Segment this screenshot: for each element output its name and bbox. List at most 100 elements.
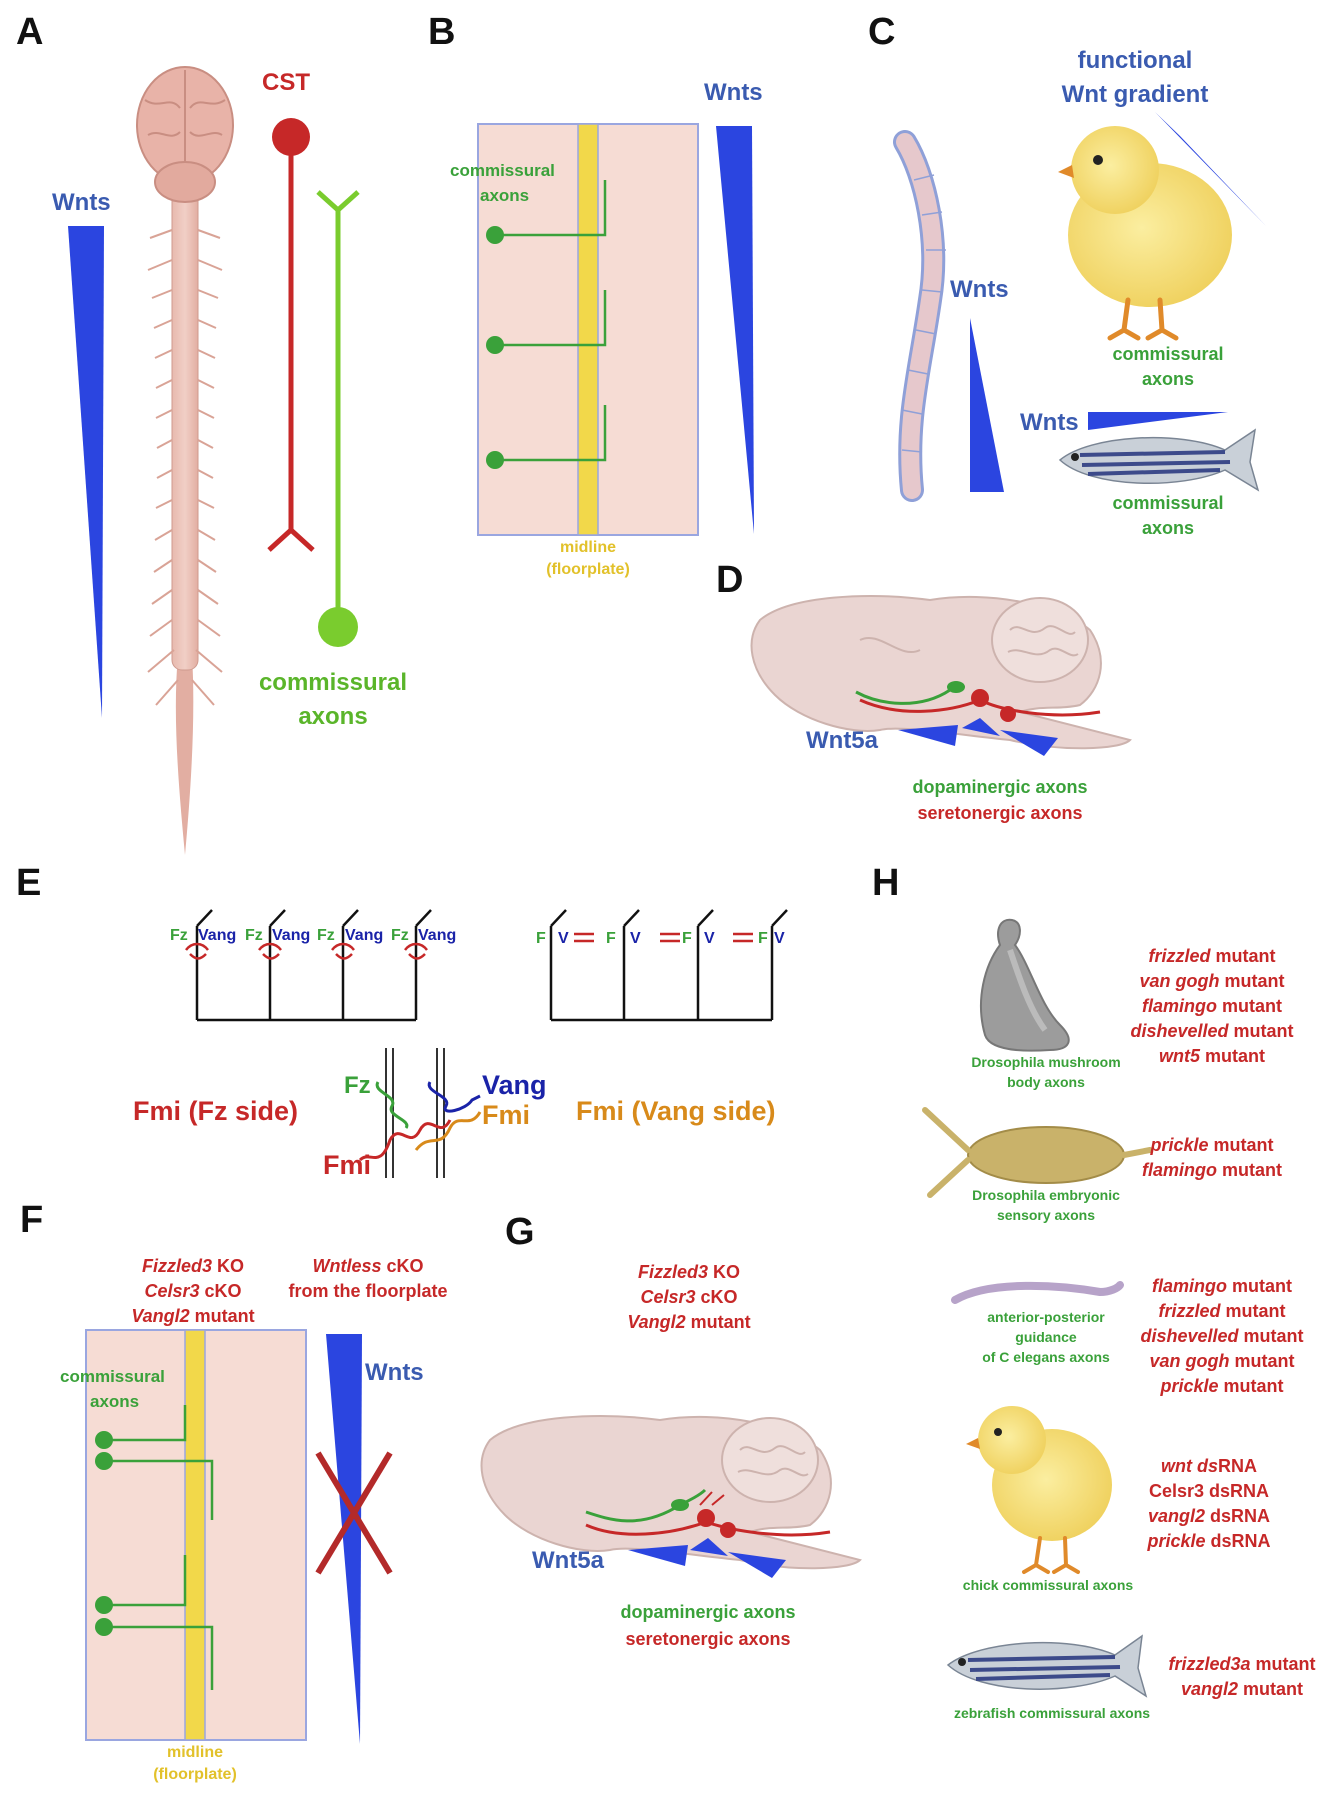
- cell-row-disorganized: [549, 909, 788, 1022]
- h-row3-caption-line3: of C elegans axons: [982, 1349, 1110, 1365]
- h-row3-mutant-5: prickle mutant: [1159, 1376, 1283, 1396]
- panel-f-midline-line1: midline: [167, 1744, 223, 1761]
- worm-wnt-gradient: [970, 318, 1004, 492]
- fish-wnts-label: Wnts: [1020, 409, 1079, 436]
- panel-b-neuron-3: [486, 451, 504, 469]
- panel-f-letter: F: [20, 1199, 43, 1241]
- fz-label-2: Fz: [245, 927, 263, 944]
- panel-d-wnt5a-wedge-1: [898, 725, 958, 746]
- panel-f-ko-line3: Vangl2 mutant: [131, 1306, 254, 1326]
- panel-a-wnts-label: Wnts: [52, 189, 111, 216]
- mushroom-body-illustration: [979, 918, 1070, 1052]
- panel-d-seretonergic-neuron-1: [971, 689, 989, 707]
- panel-a: A Wnts: [16, 11, 407, 855]
- v-label-1: V: [558, 930, 569, 947]
- h-row4-mutant-3: vangl2 dsRNA: [1148, 1506, 1270, 1526]
- panel-b-commissural-line2: axons: [480, 186, 529, 205]
- wntless-line2: from the floorplate: [288, 1281, 447, 1301]
- panel-a-commissural-line1: commissural: [259, 669, 407, 696]
- panel-g-seretonergic-neuron-1: [697, 1509, 715, 1527]
- panel-f-ko-line1: Fizzled3 KO: [142, 1256, 244, 1276]
- panel-g-wnt5a-label: Wnt5a: [532, 1547, 605, 1574]
- panel-a-letter: A: [16, 11, 43, 53]
- panel-f-wnts-label: Wnts: [365, 1359, 424, 1386]
- cst-neuron: [267, 118, 315, 552]
- vang-label-4: Vang: [418, 927, 456, 944]
- c-elegans-worm-illustration: [893, 130, 946, 502]
- fmi-disorganized-marks: [574, 932, 753, 943]
- panel-a-commissural-line2: axons: [298, 703, 367, 730]
- panel-d: D Wnt5a dopaminergic axons seretonergic …: [716, 559, 1132, 823]
- fmi-junction-marks: [185, 942, 428, 960]
- fz-big-label: Fz: [344, 1072, 371, 1099]
- h-row1-mutant-5: wnt5 mutant: [1159, 1046, 1265, 1066]
- vang-label-1: Vang: [198, 927, 236, 944]
- vang-label-3: Vang: [345, 927, 383, 944]
- panel-d-wnt5a-wedge-2: [962, 718, 1000, 736]
- panel-f-floorplate: [184, 1329, 206, 1741]
- panel-g-wnt5a-wedge-1: [628, 1545, 688, 1566]
- functional-gradient-line2: Wnt gradient: [1062, 81, 1209, 108]
- panel-f-neuron-2: [95, 1452, 113, 1470]
- brain-spinal-cord-illustration: [136, 66, 234, 855]
- sensory-neuron-illustration: [922, 1107, 1153, 1198]
- h-row3-caption-line2: guidance: [1015, 1329, 1077, 1345]
- chick-commissural-line1: commissural: [1112, 344, 1223, 364]
- panel-f-commissural-line2: axons: [90, 1392, 139, 1411]
- sagittal-brain-illustration-d: [750, 595, 1132, 750]
- h-row3-caption-line1: anterior-posterior: [987, 1309, 1105, 1325]
- chick-commissural-line2: axons: [1142, 369, 1194, 389]
- fmi-right-label: Fmi: [482, 1100, 530, 1130]
- panel-d-wnt5a-label: Wnt5a: [806, 727, 879, 754]
- panel-c: C functional Wnt gradient Wnts commissur…: [868, 11, 1266, 538]
- panel-f-midline-line2: (floorplate): [153, 1766, 237, 1783]
- h-row5-mutant-2: vangl2 mutant: [1181, 1679, 1303, 1699]
- panel-g-seretonergic-label: seretonergic axons: [625, 1629, 790, 1649]
- zebrafish-illustration-h: [946, 1634, 1148, 1698]
- panel-b: B commissural axons midline (floorplate)…: [428, 11, 763, 578]
- functional-gradient-line1: functional: [1078, 47, 1193, 74]
- fmi-vang-side-label: Fmi (Vang side): [576, 1096, 776, 1126]
- commissural-neuron: [316, 190, 360, 647]
- fish-commissural-line2: axons: [1142, 518, 1194, 538]
- v-label-2: V: [630, 930, 641, 947]
- fz-label-3: Fz: [317, 927, 335, 944]
- panel-h: H Drosophila mushroom body axons frizzle…: [872, 862, 1316, 1721]
- f-label-3: F: [682, 930, 692, 947]
- panel-f-neuron-4: [95, 1618, 113, 1636]
- panel-b-neuron-1: [486, 226, 504, 244]
- panel-a-wnt-gradient: [68, 226, 104, 718]
- h-row1-caption-line2: body axons: [1007, 1074, 1085, 1090]
- fmi-junction-detail: [358, 1048, 482, 1178]
- h-row1-mutant-3: flamingo mutant: [1142, 996, 1282, 1016]
- panel-g-letter: G: [505, 1211, 535, 1253]
- h-row2-caption-line1: Drosophila embryonic: [972, 1187, 1120, 1203]
- panel-d-dopaminergic-label: dopaminergic axons: [912, 777, 1087, 797]
- c-elegans-small-illustration: [951, 1281, 1124, 1304]
- h-row2-mutant-1: prickle mutant: [1149, 1135, 1273, 1155]
- h-row3-mutant-2: frizzled mutant: [1158, 1301, 1285, 1321]
- panel-f-ko-line2: Celsr3 cKO: [144, 1281, 241, 1301]
- fz-label-4: Fz: [391, 927, 409, 944]
- chick-illustration-h: [966, 1406, 1112, 1574]
- panel-b-wnts-label: Wnts: [704, 79, 763, 106]
- vang-label-2: Vang: [272, 927, 310, 944]
- h-row1-caption-line1: Drosophila mushroom: [971, 1054, 1120, 1070]
- panel-b-letter: B: [428, 11, 455, 53]
- worm-wnts-label: Wnts: [950, 276, 1009, 303]
- h-row2-mutant-2: flamingo mutant: [1142, 1160, 1282, 1180]
- panel-d-seretonergic-neuron-2: [1000, 706, 1016, 722]
- h-row4-mutant-2: Celsr3 dsRNA: [1149, 1481, 1269, 1501]
- panel-f: F Fizzled3 KO Celsr3 cKO Vangl2 mutant W…: [20, 1199, 448, 1783]
- panel-g-ko-line3: Vangl2 mutant: [627, 1312, 750, 1332]
- panel-g-dopaminergic-neuron: [671, 1499, 689, 1511]
- panel-d-dopaminergic-axon: [855, 688, 951, 705]
- fish-wnt-gradient: [1088, 412, 1228, 430]
- panel-g-seretonergic-neuron-2: [720, 1522, 736, 1538]
- panel-e: E Fz Vang Fz Vang Fz Vang Fz Vang: [16, 862, 788, 1180]
- panel-d-letter: D: [716, 559, 743, 601]
- panel-c-chick-gradient: [1155, 112, 1266, 226]
- panel-g-dopaminergic-label: dopaminergic axons: [620, 1602, 795, 1622]
- h-row3-mutant-1: flamingo mutant: [1152, 1276, 1292, 1296]
- panel-b-commissural-line1: commissural: [450, 161, 555, 180]
